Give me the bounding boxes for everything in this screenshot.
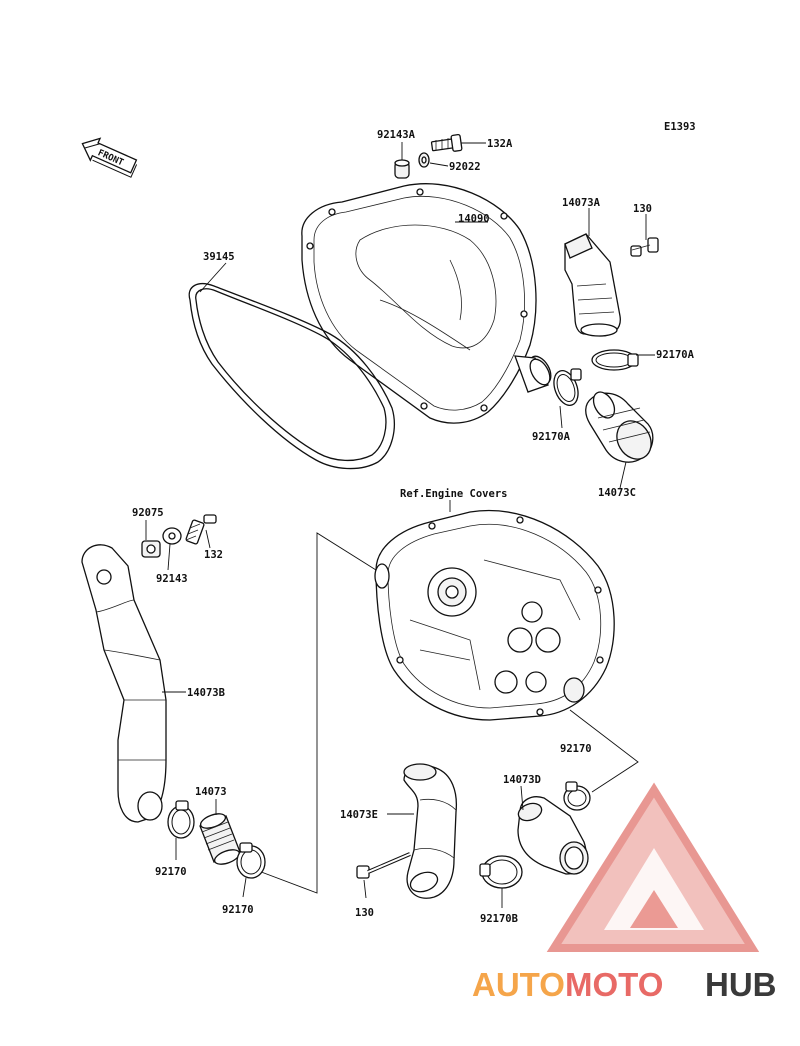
bolt-132A [430, 133, 463, 152]
duct-14073B [81, 544, 167, 823]
label-92143A: 92143A [377, 129, 416, 141]
routing-lines [255, 532, 639, 894]
duct-14073A [564, 233, 621, 337]
leader-132 [205, 529, 211, 549]
grommet-92075 [141, 540, 161, 558]
label-14073A: 14073A [562, 197, 601, 209]
joint-14073 [199, 813, 241, 865]
label-14090: 14090 [458, 213, 490, 225]
ref-engine-covers-label: Ref.Engine Covers [400, 488, 507, 500]
label-130-bottom: 130 [355, 907, 374, 919]
washer-92143 [162, 527, 182, 545]
clamp-92170-left [167, 800, 195, 839]
duct-14073E [403, 763, 458, 899]
watermark-auto: AUTO [472, 966, 565, 1003]
label-14073E: 14073E [340, 809, 378, 821]
label-92170-mid: 92170 [560, 743, 592, 755]
leader-92143 [167, 543, 171, 571]
label-92075: 92075 [132, 507, 164, 519]
clamp-92170-lower [236, 842, 266, 879]
bolt-132 [185, 514, 217, 545]
clamp-92170A-left [553, 368, 582, 406]
label-92170-left: 92170 [155, 866, 187, 878]
gasket-39145 [188, 283, 395, 470]
leader-92170-lower [242, 877, 247, 898]
leader-39145 [199, 262, 227, 293]
boot-14073C [585, 391, 654, 463]
leader-92170A-left [559, 405, 563, 429]
duct-14073D [517, 796, 589, 875]
label-92170B: 92170B [480, 913, 518, 925]
watermark-hub: HUB [705, 966, 777, 1003]
leader-14073C [619, 461, 627, 489]
bolt-130-bottom [356, 852, 411, 879]
leader-130-bottom [363, 879, 367, 899]
label-132: 132 [204, 549, 223, 561]
label-39145: 39145 [203, 251, 235, 263]
front-arrow-icon: FRONT [81, 137, 138, 178]
washer-92022 [418, 152, 430, 168]
clamp-92170-mid [563, 781, 591, 811]
watermark-logo: AUTO MOTO HUB [472, 782, 777, 1003]
label-92170A-right: 92170A [656, 349, 695, 361]
label-92143: 92143 [156, 573, 188, 585]
label-14073: 14073 [195, 786, 227, 798]
engine-cover-ref [374, 509, 615, 721]
cover-14090 [301, 183, 552, 424]
label-132A: 132A [487, 138, 513, 150]
watermark-moto: MOTO [565, 966, 663, 1003]
clamp-92170B [479, 855, 523, 889]
leader-14073D [520, 785, 524, 811]
label-130-top: 130 [633, 203, 652, 215]
label-14073B: 14073B [187, 687, 225, 699]
clamp-92170A-right [591, 349, 639, 371]
label-92170A-left: 92170A [532, 431, 571, 443]
grommet-92143A [394, 159, 410, 179]
label-14073C: 14073C [598, 487, 636, 499]
label-14073D: 14073D [503, 774, 541, 786]
label-92022: 92022 [449, 161, 481, 173]
leader-92022 [429, 162, 449, 167]
diagram-code: E1393 [664, 121, 696, 133]
bolt-130-top [630, 237, 659, 257]
label-92170-lower: 92170 [222, 904, 254, 916]
